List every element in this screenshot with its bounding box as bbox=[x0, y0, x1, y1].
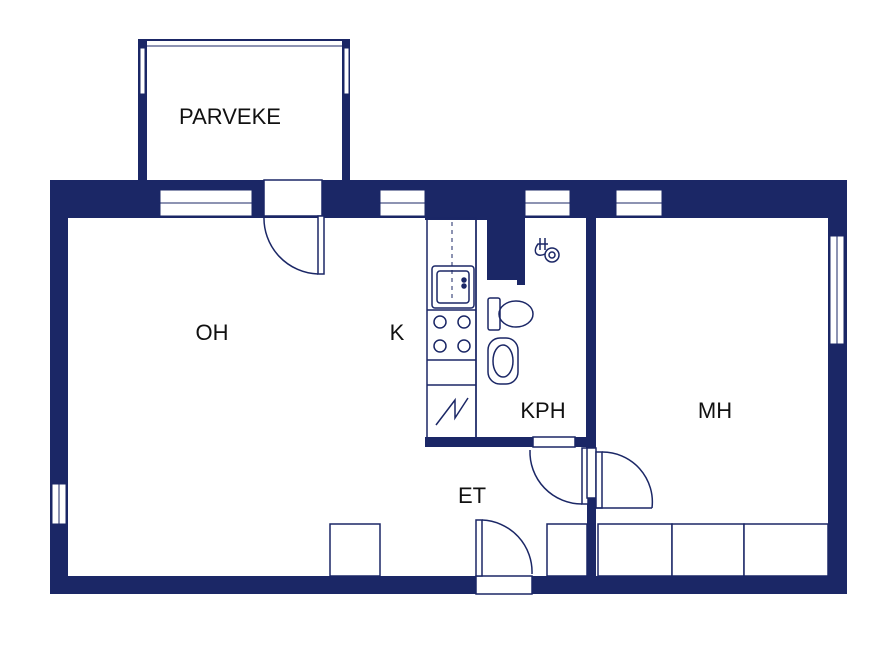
closet-bedroom-1 bbox=[597, 523, 673, 577]
balcony-wall-left bbox=[138, 40, 147, 182]
room-labels: PARVEKE OH K KPH MH ET bbox=[179, 104, 732, 508]
bathroom-shaft-corner bbox=[517, 180, 525, 285]
storage bbox=[329, 523, 829, 577]
wall-bath-bottom bbox=[425, 437, 533, 447]
fridge-symbol bbox=[435, 397, 469, 426]
door-bathroom-swing bbox=[529, 449, 583, 505]
toilet-icon bbox=[487, 297, 534, 331]
windows bbox=[51, 189, 845, 525]
room-label-et: ET bbox=[458, 483, 486, 508]
door-entrance-swing bbox=[481, 519, 533, 575]
door-bathroom-frame bbox=[532, 436, 576, 448]
closet-hall-1 bbox=[329, 523, 381, 577]
room-label-k: K bbox=[390, 320, 405, 345]
door-bedroom-swing bbox=[601, 451, 654, 509]
stove-icon bbox=[433, 315, 471, 353]
room-label-kph: KPH bbox=[520, 398, 565, 423]
kitchen bbox=[426, 217, 477, 439]
kitchen-sink bbox=[431, 265, 475, 309]
door-entrance-leaf bbox=[475, 519, 483, 577]
balcony bbox=[138, 39, 350, 182]
doors bbox=[263, 179, 654, 595]
door-balcony-frame bbox=[263, 179, 323, 217]
room-label-mh: MH bbox=[698, 398, 732, 423]
door-balcony-swing bbox=[263, 215, 319, 275]
balcony-glass-left bbox=[139, 47, 146, 95]
closet-bedroom-3 bbox=[743, 523, 829, 577]
balcony-glass-right bbox=[343, 47, 350, 95]
wall-bath-bed bbox=[586, 208, 596, 448]
room-label-parveke: PARVEKE bbox=[179, 104, 281, 129]
bathroom bbox=[487, 238, 560, 385]
wall-left bbox=[50, 180, 68, 594]
closet-bedroom-2 bbox=[671, 523, 745, 577]
wall-bed-left-lower bbox=[587, 498, 596, 578]
balcony-wall-right bbox=[342, 40, 350, 182]
wall-bottom bbox=[50, 576, 847, 594]
room-label-oh: OH bbox=[196, 320, 229, 345]
door-balcony-leaf bbox=[317, 215, 325, 275]
door-entrance-frame bbox=[475, 575, 533, 595]
wall-bath-bottom-right bbox=[575, 437, 596, 447]
door-bedroom-leaf bbox=[595, 451, 603, 509]
door-bedroom-frame bbox=[586, 447, 597, 499]
shower-icon bbox=[534, 238, 560, 263]
bathroom-shaft bbox=[487, 180, 517, 280]
closet-hall-2 bbox=[546, 523, 588, 577]
washbasin-icon bbox=[487, 337, 519, 385]
